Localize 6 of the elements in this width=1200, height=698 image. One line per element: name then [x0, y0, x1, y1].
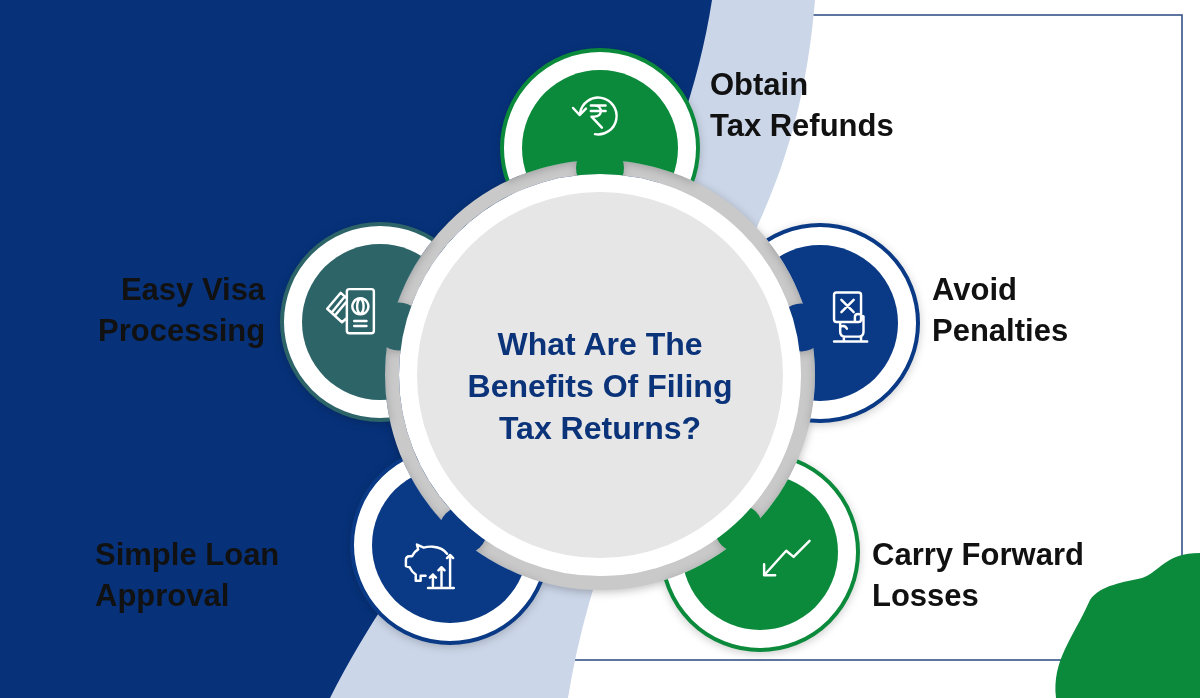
- benefit-label: Simple Loan Approval: [95, 536, 280, 615]
- benefit-label: Easy Visa Processing: [98, 271, 266, 350]
- benefit-label: Carry Forward Losses: [872, 536, 1084, 615]
- benefit-label: Obtain Tax Refunds: [710, 66, 894, 145]
- question-text: What Are The Benefits Of Filing Tax Returns?: [466, 325, 734, 448]
- benefit-label: Avoid Penalties: [932, 271, 1069, 350]
